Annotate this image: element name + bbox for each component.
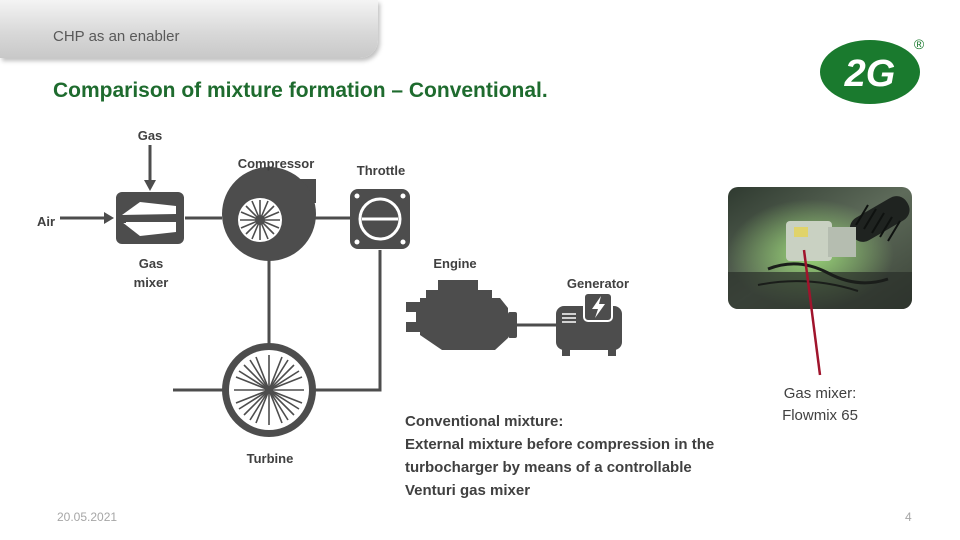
compressor-icon [222, 167, 316, 261]
registered-mark: ® [914, 36, 925, 52]
description-line: turbocharger by means of a controllable [405, 459, 692, 476]
photo-pointer-line [802, 249, 822, 376]
conventional-mixture-description: Conventional mixture: External mixture b… [405, 410, 765, 502]
photo-caption-line2: Flowmix 65 [782, 407, 858, 424]
throttle-to-engine-pipe [315, 250, 382, 392]
brand-logo: 2G ® [820, 36, 925, 104]
page-number: 4 [905, 510, 912, 524]
header-bar [0, 0, 378, 58]
logo-text: 2G [844, 53, 896, 95]
air-arrow-head [104, 212, 114, 224]
throttle-label: Throttle [356, 163, 406, 178]
gas-arrow-head [144, 180, 156, 191]
footer-date: 20.05.2021 [57, 510, 118, 524]
generator-label: Generator [566, 276, 630, 291]
description-line: Venturi gas mixer [405, 482, 531, 499]
mixture-diagram [60, 145, 622, 437]
turbine-label: Turbine [246, 451, 294, 466]
description-line: Conventional mixture: [405, 413, 564, 430]
throttle-icon [350, 189, 410, 249]
gas-mixer-photo [728, 187, 912, 309]
engine-icon [406, 280, 517, 350]
engine-label: Engine [433, 256, 477, 271]
photo-caption: Gas mixer: Flowmix 65 [760, 383, 880, 427]
gas-mixer-label-line2: mixer [133, 275, 169, 290]
section-title: CHP as an enabler [53, 28, 180, 45]
description-line: External mixture before compression in t… [405, 436, 715, 453]
photo-caption-line1: Gas mixer: [783, 385, 857, 402]
gas-mixer-label-line1: Gas [138, 256, 164, 271]
generator-icon [556, 292, 622, 356]
compressor-label: Compressor [237, 156, 315, 171]
turbine-icon [222, 343, 316, 437]
logo-oval [820, 40, 920, 104]
air-label: Air [36, 214, 56, 229]
slide-title: Comparison of mixture formation – Conven… [53, 79, 548, 102]
gas-label: Gas [137, 128, 163, 143]
gas-mixer-icon [116, 192, 184, 244]
